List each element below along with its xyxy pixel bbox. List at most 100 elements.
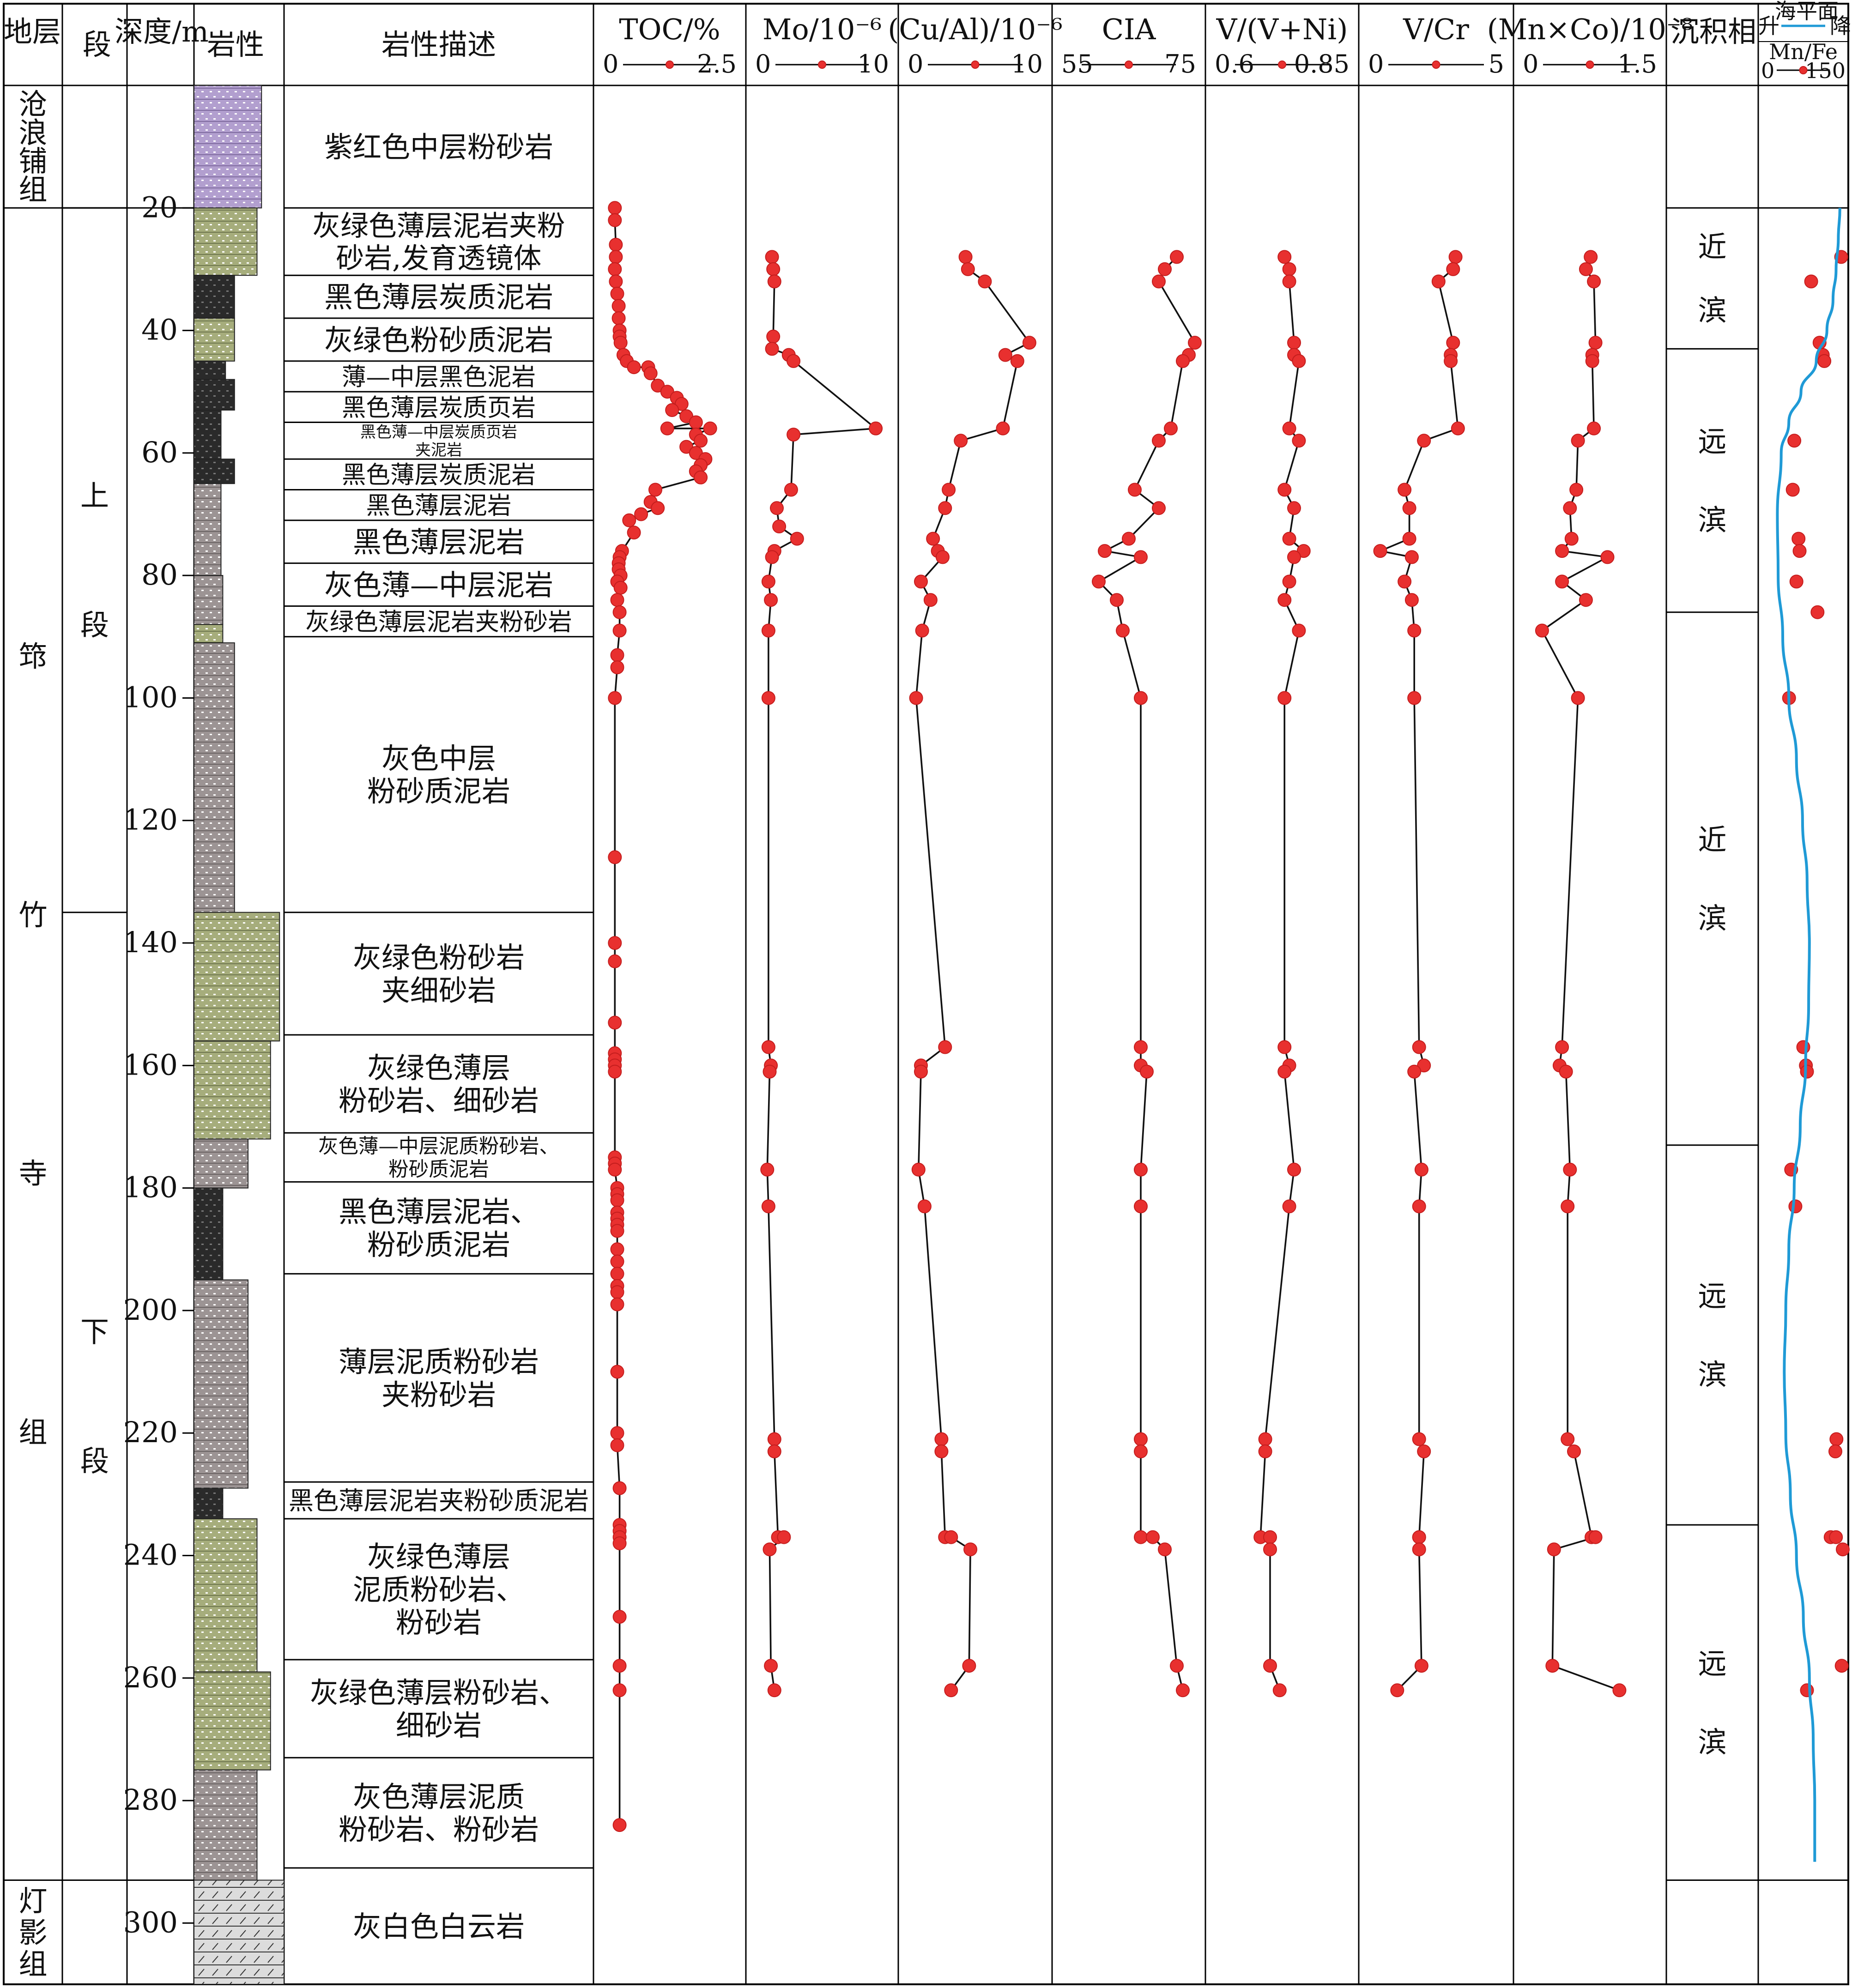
data-point bbox=[772, 520, 787, 533]
data-point bbox=[1587, 274, 1601, 289]
data-point bbox=[1545, 1659, 1560, 1673]
member-label-char: 段 bbox=[80, 1444, 109, 1478]
data-point bbox=[665, 403, 679, 417]
data-point bbox=[1176, 354, 1190, 368]
data-point bbox=[1792, 544, 1807, 558]
data-point bbox=[978, 274, 992, 289]
data-point bbox=[954, 434, 968, 448]
data-point bbox=[689, 415, 703, 429]
data-point bbox=[609, 237, 623, 252]
data-point bbox=[613, 580, 628, 595]
data-point bbox=[1584, 250, 1598, 264]
description-text: 夹细砂岩 bbox=[381, 973, 496, 1007]
lithology-bed bbox=[194, 85, 262, 209]
data-point bbox=[1810, 605, 1825, 619]
data-point bbox=[1116, 623, 1130, 638]
axis-min-label: 0.6 bbox=[1215, 49, 1254, 79]
data-point bbox=[1563, 1162, 1577, 1177]
data-point bbox=[1282, 574, 1296, 589]
data-point bbox=[1417, 434, 1431, 448]
series-1 bbox=[760, 250, 883, 1698]
depth-tick-label: 180 bbox=[123, 1171, 178, 1204]
series-2 bbox=[909, 250, 1036, 1698]
description-text: 灰色中层 bbox=[381, 742, 496, 775]
data-point bbox=[1188, 336, 1202, 350]
lithology-bed bbox=[194, 912, 280, 1042]
data-point bbox=[1451, 421, 1465, 435]
series-title: V/(V+Ni) bbox=[1216, 12, 1348, 46]
data-point bbox=[767, 274, 781, 289]
facies-label-char: 滨 bbox=[1698, 1358, 1726, 1391]
data-point bbox=[763, 1542, 777, 1557]
description-text: 灰绿色粉砂岩 bbox=[353, 941, 525, 974]
data-point bbox=[926, 532, 940, 546]
member-label-char: 上 bbox=[80, 479, 109, 513]
data-point bbox=[787, 354, 801, 368]
data-point bbox=[1152, 501, 1166, 515]
axis-max-label: 150 bbox=[1805, 58, 1846, 83]
data-point bbox=[611, 311, 626, 326]
data-point bbox=[1446, 262, 1460, 276]
depth-tick-label: 260 bbox=[123, 1661, 178, 1694]
data-point bbox=[761, 574, 775, 589]
data-point bbox=[1800, 1683, 1814, 1698]
data-point bbox=[703, 421, 717, 435]
data-point bbox=[777, 1530, 791, 1544]
lithology-bed bbox=[194, 1769, 258, 1881]
description-text: 灰绿色粉砂质泥岩 bbox=[324, 323, 553, 357]
axis-min-label: 0 bbox=[1761, 58, 1774, 83]
data-point bbox=[1170, 1659, 1184, 1673]
data-point bbox=[1817, 354, 1832, 368]
lithology-bed bbox=[194, 207, 258, 276]
data-point bbox=[612, 1683, 627, 1698]
data-point bbox=[1282, 262, 1296, 276]
data-point bbox=[1600, 550, 1615, 564]
header-facies: 沉积相 bbox=[1670, 15, 1756, 48]
data-point bbox=[610, 1193, 624, 1208]
data-point bbox=[1412, 1040, 1426, 1054]
description-text: 灰绿色薄层泥岩夹粉砂岩 bbox=[305, 608, 572, 636]
data-point bbox=[610, 287, 624, 301]
data-point bbox=[1564, 532, 1579, 546]
data-point bbox=[612, 623, 627, 638]
data-point bbox=[1417, 1058, 1431, 1073]
data-point bbox=[1287, 501, 1301, 515]
data-point bbox=[1158, 262, 1172, 276]
data-point bbox=[764, 593, 778, 607]
data-point bbox=[938, 1040, 952, 1054]
data-point bbox=[1567, 1444, 1581, 1458]
data-point bbox=[1402, 501, 1416, 515]
series-line bbox=[1097, 256, 1196, 1691]
data-point bbox=[1282, 421, 1296, 435]
data-point bbox=[608, 201, 622, 215]
description-text: 黑色薄层炭质泥岩 bbox=[342, 461, 536, 489]
member-label-char: 下 bbox=[80, 1315, 109, 1349]
description-text: 灰绿色薄层粉砂岩、 bbox=[310, 1676, 568, 1710]
data-point bbox=[1170, 250, 1184, 264]
data-point bbox=[610, 1224, 624, 1238]
legend-marker bbox=[666, 60, 674, 69]
depth-tick-label: 100 bbox=[123, 680, 178, 714]
legend-marker bbox=[1278, 60, 1286, 69]
data-point bbox=[610, 1297, 624, 1311]
data-point bbox=[610, 1438, 624, 1452]
data-point bbox=[1277, 1064, 1292, 1079]
formation-label-char: 组 bbox=[18, 1415, 47, 1449]
data-point bbox=[610, 648, 624, 662]
series-title: TOC/% bbox=[619, 12, 720, 46]
data-point bbox=[610, 593, 624, 607]
sea-level-curve bbox=[1776, 208, 1841, 1862]
data-point bbox=[1134, 1162, 1148, 1177]
data-point bbox=[608, 262, 622, 276]
data-point bbox=[962, 1659, 976, 1673]
legend-marker bbox=[1125, 60, 1133, 69]
axis-max-label: 0.85 bbox=[1294, 49, 1350, 79]
data-point bbox=[1561, 1432, 1575, 1446]
data-point bbox=[1134, 1432, 1148, 1446]
header-description: 岩性描述 bbox=[381, 28, 496, 61]
depth-tick-label: 20 bbox=[141, 190, 178, 224]
formation-label-char: 筇 bbox=[18, 640, 47, 673]
series-6 bbox=[1535, 250, 1627, 1698]
data-point bbox=[1404, 550, 1419, 564]
